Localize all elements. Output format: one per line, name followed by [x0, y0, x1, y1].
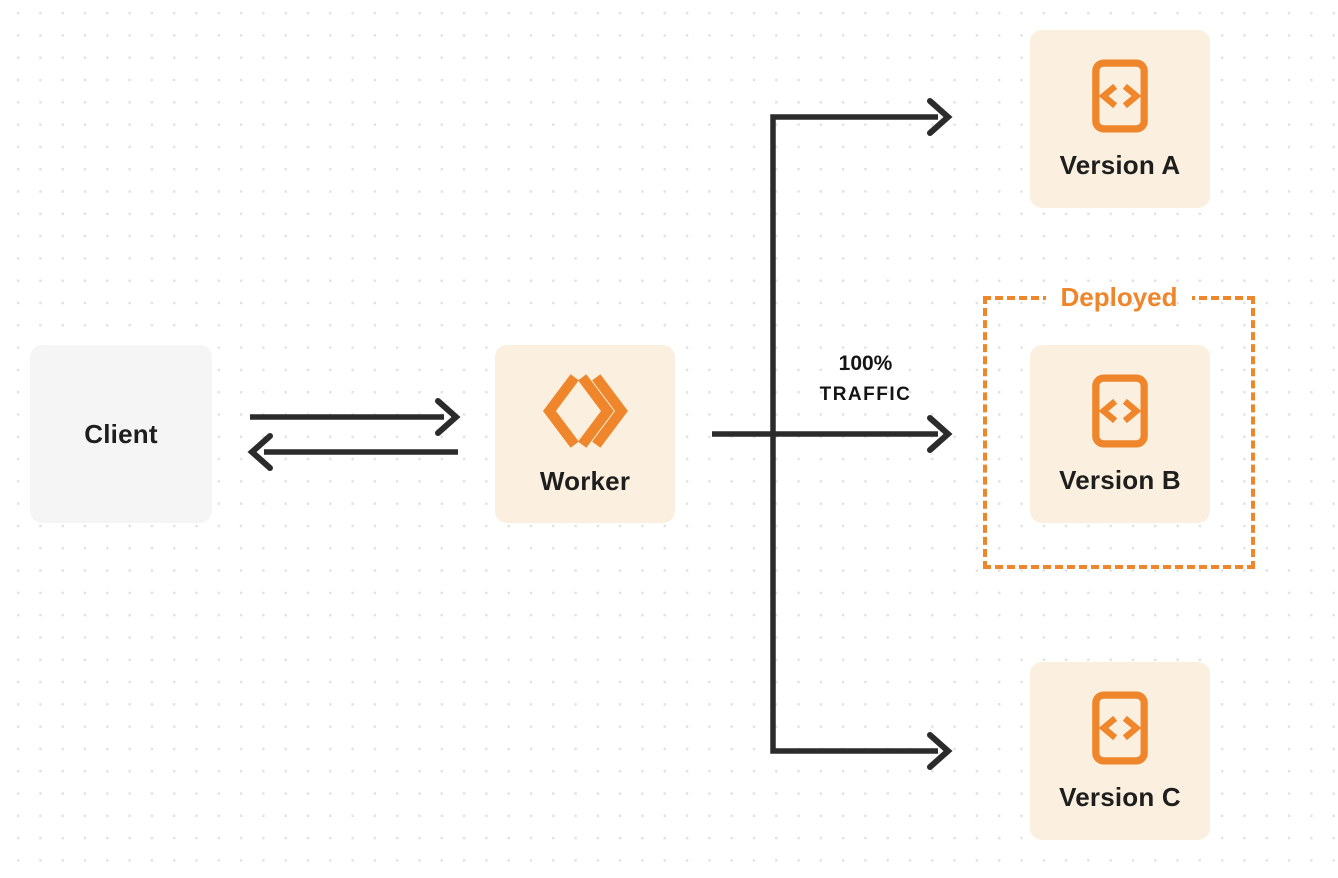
- node-client: Client: [30, 345, 212, 523]
- workers-logo-icon: [541, 372, 629, 450]
- node-worker: Worker: [495, 345, 675, 523]
- deployed-frame: Deployed: [983, 282, 1255, 569]
- arrow-worker-to-version-b: [712, 415, 953, 453]
- arrow-worker-to-client: [247, 433, 458, 471]
- client-label: Client: [84, 418, 158, 449]
- code-file-icon: [1091, 58, 1149, 134]
- version-b-label: Version B: [1059, 464, 1181, 495]
- arrow-client-to-worker: [250, 398, 461, 436]
- version-a-label: Version A: [1059, 149, 1181, 180]
- node-version-a: Version A: [1030, 30, 1210, 208]
- traffic-annotation: 100% TRAFFIC: [793, 349, 938, 411]
- node-version-c: Version C: [1030, 662, 1210, 840]
- code-file-icon: [1091, 690, 1149, 766]
- worker-label: Worker: [539, 465, 631, 496]
- version-c-label: Version C: [1059, 781, 1181, 812]
- node-version-b: Version B: [1030, 345, 1210, 523]
- deployed-label: Deployed: [1060, 282, 1178, 312]
- code-file-icon: [1091, 373, 1149, 449]
- traffic-word-text: TRAFFIC: [819, 384, 912, 405]
- traffic-percent-text: 100%: [838, 352, 893, 375]
- arrow-branch-to-version-a-and-c: [770, 98, 953, 770]
